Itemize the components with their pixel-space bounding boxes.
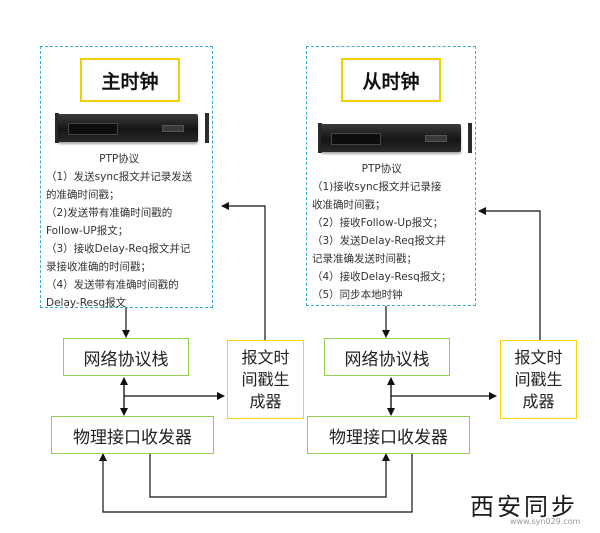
master-generator-line: 成器 — [249, 391, 282, 411]
master-generator-to-ptp-arrow — [221, 202, 266, 340]
slave-device-ears — [318, 123, 472, 153]
slave-to-master-link — [99, 452, 413, 513]
slave-phy-transceiver: 物理接口收发器 — [307, 416, 470, 454]
master-protocol-line: （4）发送带有准确时间戳的 — [46, 279, 179, 291]
master-protocol-line: Follow-UP报文； — [46, 225, 129, 237]
watermark-logo: 西安同步 — [470, 493, 578, 521]
slave-generator-line: 间戳生 — [514, 369, 563, 389]
slave-generator-to-ptp-arrow — [478, 207, 541, 340]
slave-device-image — [321, 124, 461, 152]
master-protocol-line: （1）发送sync报文并记录发送 — [46, 171, 193, 183]
slave-protocol-line: （2）接收Follow-Up报文； — [312, 217, 444, 229]
master-protocol-line: 录接收准确的时间戳； — [46, 261, 151, 273]
slave-timestamp-generator: 报文时 间戳生 成器 — [500, 340, 577, 419]
master-clock-title: 主时钟 — [80, 58, 180, 102]
slave-protocol-line: （5）同步本地时钟 — [312, 289, 403, 301]
master-phy-transceiver: 物理接口收发器 — [51, 416, 214, 454]
master-protocol-header: PTP协议 — [99, 153, 140, 165]
slave-clock-container — [306, 46, 476, 306]
slave-generator-line: 报文时 — [514, 347, 563, 367]
master-protocol-line: Delay-Resq报文 — [46, 297, 127, 309]
master-generator-line: 间戳生 — [241, 369, 290, 389]
master-protocol-text: PTP协议 （1）发送sync报文并记录发送 的准确时间戳； （2)发送带有准确… — [46, 150, 192, 312]
master-device-image — [58, 114, 198, 142]
slave-clock-title: 从时钟 — [341, 58, 441, 102]
slave-protocol-header: PTP协议 — [361, 163, 402, 175]
slave-protocol-line: （3）发送Delay-Req报文并 — [312, 235, 446, 247]
slave-protocol-line: （4）接收Delay-Resq报文； — [312, 271, 452, 283]
slave-protocol-line: （1)接收sync报文并记录接 — [312, 181, 442, 193]
master-timestamp-generator: 报文时 间戳生 成器 — [227, 340, 304, 419]
master-clock-container — [40, 46, 213, 308]
slave-protocol-line: 记录准确发送时间戳； — [312, 253, 417, 265]
master-to-slave-link — [149, 452, 390, 498]
watermark-url: www.syn029.com — [510, 517, 581, 526]
master-protocol-line: （2)发送带有准确时间戳的 — [46, 207, 173, 219]
master-network-stack: 网络协议栈 — [63, 338, 189, 376]
slave-network-stack: 网络协议栈 — [324, 338, 450, 376]
slave-protocol-text: PTP协议 （1)接收sync报文并记录接 收准确时间戳； （2）接收Follo… — [312, 160, 451, 304]
slave-protocol-line: 收准确时间戳； — [312, 199, 386, 211]
master-device-ears — [55, 113, 209, 143]
master-generator-line: 报文时 — [241, 347, 290, 367]
slave-generator-line: 成器 — [522, 391, 555, 411]
master-protocol-line: 的准确时间戳； — [46, 189, 120, 201]
master-protocol-line: （3）接收Delay-Req报文并记 — [46, 243, 191, 255]
